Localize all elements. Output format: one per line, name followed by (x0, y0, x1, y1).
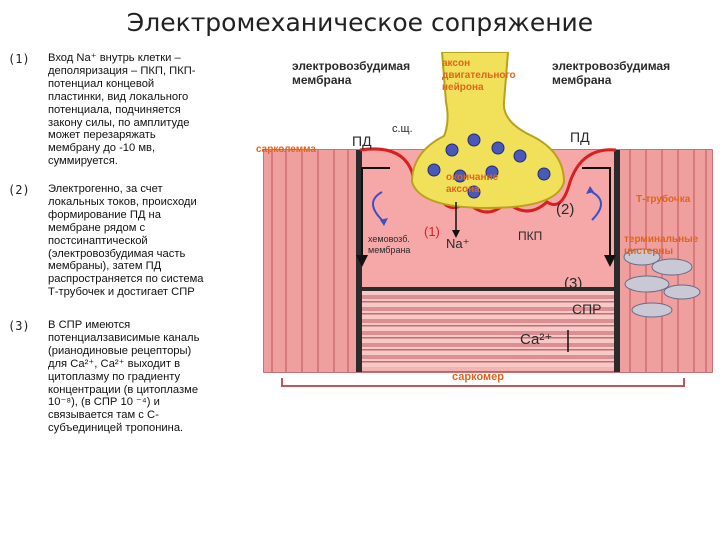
label-2: (2) (556, 201, 574, 218)
neuromuscular-junction-diagram: электровозбудимая мембрана электровозбуд… (252, 52, 718, 397)
chem-mem-line2: мембрана (368, 245, 410, 255)
item-text: В СПР имеются потенциалзависимые каналь … (48, 319, 240, 435)
myofibrils (360, 287, 616, 367)
item-text: Вход Na⁺ внутрь клетки – деполяризация –… (48, 52, 240, 168)
axon-end-line1: окончание (446, 172, 499, 183)
label-chem-mem: хемовозб. мембрана (368, 234, 410, 255)
item-number: (1) (8, 52, 30, 66)
item-number: (2) (8, 183, 30, 197)
label-pd-right: ПД (570, 129, 590, 145)
axon-line3: нейрона (442, 82, 484, 93)
list-item: (2) Электрогенно, за счет локальных токо… (8, 183, 240, 319)
axon-line2: двигательного (442, 70, 516, 81)
emem-left-line1: электровозбудимая (292, 59, 410, 73)
label-emem-right: электровозбудимая мембрана (552, 59, 670, 87)
label-1: (1) (424, 224, 440, 239)
chem-mem-line1: хемовозб. (368, 234, 410, 244)
label-sch: с.щ. (392, 123, 413, 135)
cisterns-line2: цистерны (624, 246, 673, 257)
page-title: Электромеханическое сопряжение (0, 8, 720, 37)
emem-left-line2: мембрана (292, 73, 352, 87)
label-spr: СПР (572, 301, 602, 317)
explanation-list: (1) Вход Na⁺ внутрь клетки – деполяризац… (8, 52, 240, 435)
label-sarcolemma: сарколемма (256, 144, 316, 155)
cisterns-line1: терминальные (624, 234, 699, 245)
label-sarcomere: саркомер (452, 371, 504, 383)
label-pkp: ПКП (518, 229, 542, 243)
label-3: (3) (564, 275, 582, 292)
muscle-fiber-left (264, 150, 356, 372)
item-number: (3) (8, 319, 30, 333)
label-ca: Са²⁺ (520, 331, 552, 348)
axon-end-line2: аксона (446, 184, 480, 195)
axon-line1: аксон (442, 58, 470, 69)
emem-right-line2: мембрана (552, 73, 612, 87)
label-pd-left: ПД (352, 133, 372, 149)
item-text: Электрогенно, за счет локальных токов, п… (48, 183, 240, 299)
diagram-svg: электровозбудимая мембрана электровозбуд… (252, 52, 718, 397)
label-ttube: Т-трубочка (636, 193, 691, 205)
list-item: (1) Вход Na⁺ внутрь клетки – деполяризац… (8, 52, 240, 183)
emem-right-line1: электровозбудимая (552, 59, 670, 73)
label-na: Na⁺ (446, 236, 469, 251)
label-emem-left: электровозбудимая мембрана (292, 59, 410, 87)
list-item: (3) В СПР имеются потенциалзависимые кан… (8, 319, 240, 435)
t-tubule-right (614, 150, 620, 372)
